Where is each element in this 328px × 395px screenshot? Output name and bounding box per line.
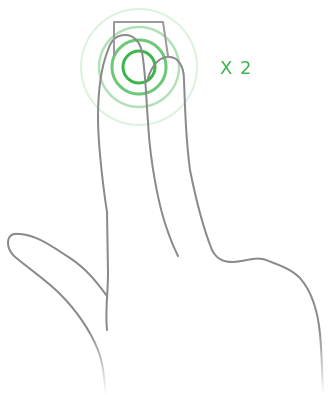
bottom-fade [0, 330, 328, 395]
tap-count-label: X 2 [220, 58, 253, 79]
